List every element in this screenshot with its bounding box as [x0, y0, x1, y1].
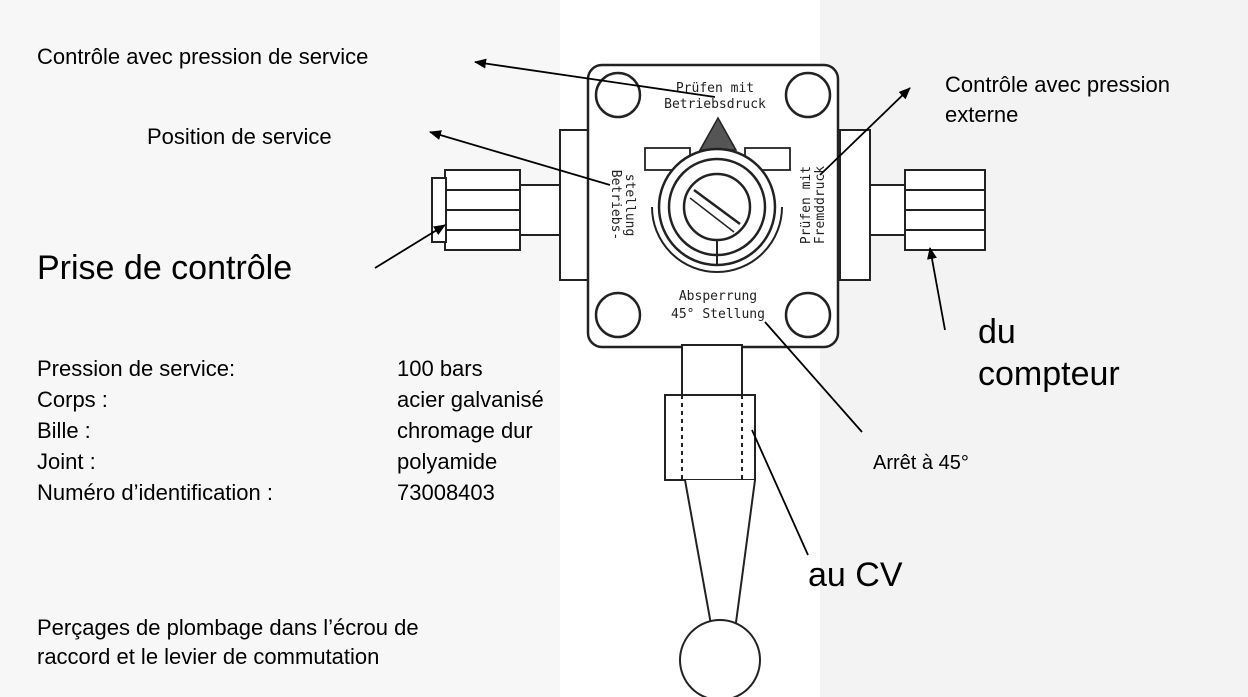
callout-meter-1: du	[978, 313, 1016, 351]
body-engravings: Prüfen mit Betriebsdruck Absperrung 45° …	[608, 81, 828, 322]
callout-service-position: Position de service	[147, 124, 332, 149]
engraving-top-1: Prüfen mit	[676, 81, 754, 96]
callout-operating-pressure-check: Contrôle avec pression de service	[37, 44, 369, 69]
spec-value-seal: polyamide	[397, 449, 498, 474]
engraving-top-2: Betriebsdruck	[664, 97, 766, 112]
rotary-knob	[657, 147, 777, 267]
right-fitting	[839, 129, 986, 281]
spec-label-pressure: Pression de service:	[37, 356, 236, 381]
spec-value-ball: chromage dur	[397, 418, 533, 443]
left-fitting	[431, 129, 591, 281]
engraving-right-1: Prüfen mit	[799, 166, 814, 244]
spec-value-pressure: 100 bars	[397, 356, 483, 381]
spec-value-id: 73008403	[397, 480, 495, 505]
engraving-left-2: stellung	[622, 174, 637, 237]
callout-meter-2: compteur	[978, 355, 1120, 393]
spec-label-seal: Joint :	[37, 449, 96, 474]
engraving-bottom-2: 45° Stellung	[671, 307, 765, 322]
engraving-bottom-1: Absperrung	[679, 289, 757, 304]
lever	[664, 344, 761, 697]
callout-to-cv: au CV	[808, 556, 903, 594]
scan-background-right	[820, 0, 1248, 697]
position-arc	[651, 206, 783, 273]
leader-lines	[374, 58, 946, 556]
callout-test-port: Prise de contrôle	[37, 249, 293, 287]
spec-label-ball: Bille :	[37, 418, 91, 443]
scan-background	[0, 0, 560, 697]
engraving-left-1: Betriebs-	[608, 170, 623, 240]
callout-external-pressure-check-2: externe	[945, 102, 1019, 127]
note-line-2: raccord et le levier de commutation	[37, 644, 380, 669]
spec-value-body: acier galvanisé	[397, 387, 544, 412]
callout-external-pressure-check-1: Contrôle avec pression	[945, 72, 1171, 97]
callout-stop-45: Arrêt à 45°	[873, 452, 969, 474]
spec-label-body: Corps :	[37, 387, 108, 412]
note-line-1: Perçages de plombage dans l’écrou de	[37, 615, 419, 640]
spec-label-id: Numéro d’identification :	[37, 480, 274, 505]
engraving-right-2: Fremddruck	[813, 166, 828, 244]
